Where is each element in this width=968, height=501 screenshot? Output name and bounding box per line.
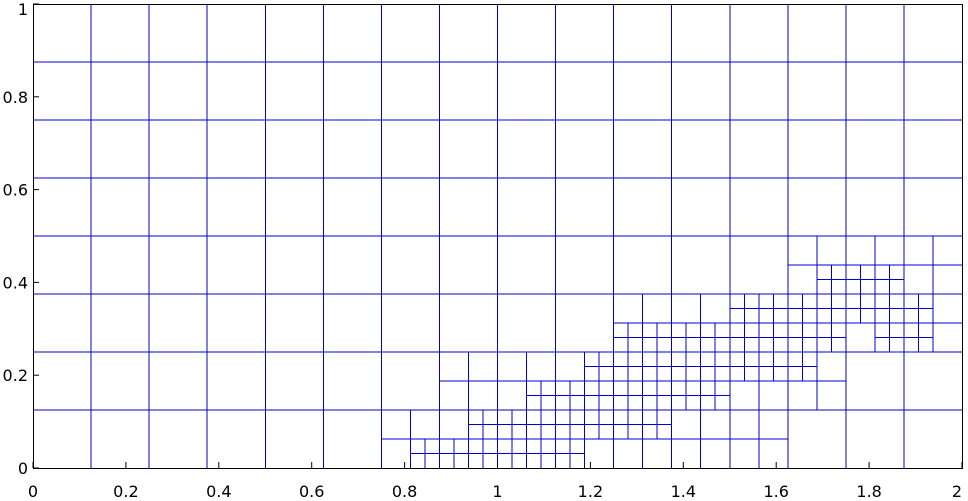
x-tick-label: 1.2 [578,482,603,501]
x-tick-label: 0.2 [113,482,138,501]
x-tick-label: 0.6 [299,482,324,501]
y-tick-label: 1 [18,0,28,19]
x-tick-label: 0 [28,482,38,501]
x-tick-label: 2 [952,482,962,501]
y-tick-label: 0.6 [3,181,28,200]
x-tick-label: 0.8 [392,482,417,501]
x-tick-label: 1.6 [763,482,788,501]
y-axis: 0 0.2 0.4 0.6 0.8 1 [3,0,39,478]
y-tick-label: 0.2 [3,366,28,385]
plot-frame [33,4,963,469]
y-tick-label: 0 [18,459,28,478]
x-tick-label: 1.4 [671,482,696,501]
x-tick-label: 1 [492,482,502,501]
x-tick-label: 1.8 [856,482,881,501]
x-axis: 0 0.2 0.4 0.6 0.8 1 1.2 1.4 1.6 1.8 2 [28,462,963,501]
x-tick-label: 0.4 [206,482,231,501]
y-tick-label: 0.4 [3,273,28,292]
y-tick-label: 0.8 [3,88,28,107]
mesh-grid [33,4,962,468]
